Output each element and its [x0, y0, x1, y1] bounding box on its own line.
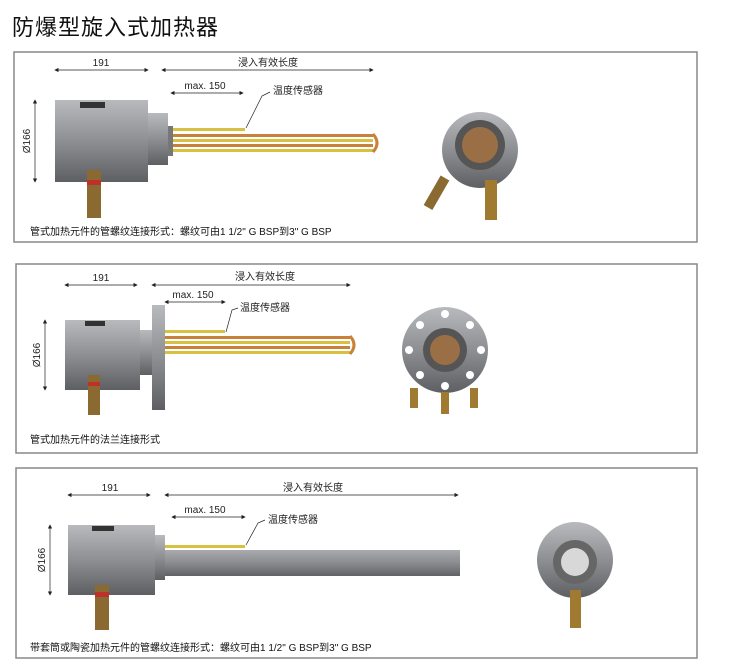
max-150-label: max. 150	[184, 81, 226, 92]
panel-screw-in-tubular: 191 浸入有效长度 max. 150 温度传感器 Ø166 管式加热元件的管螺…	[13, 51, 698, 243]
panel-flange-tubular: 191 浸入有效长度 max. 150 温度传感器 Ø166 管式加热元件的法兰…	[15, 263, 698, 454]
cable-gland	[87, 170, 101, 218]
temp-sensor-label: 温度传感器	[268, 513, 318, 526]
immersion-length-label: 浸入有效长度	[283, 481, 343, 494]
dimension-191-label: 191	[93, 273, 110, 284]
flange-plate	[152, 305, 165, 410]
flange	[148, 113, 168, 165]
max-150-label: max. 150	[184, 505, 226, 516]
panel-sleeve-ceramic: 191 浸入有效长度 max. 150 温度传感器 Ø166 带套筒或陶瓷加热元…	[15, 467, 698, 659]
temp-sensor-label: 温度传感器	[273, 84, 323, 97]
sensor-leader-line	[245, 91, 271, 129]
immersion-length-label: 浸入有效长度	[238, 56, 298, 69]
diameter-label: Ø166	[32, 342, 43, 367]
dimension-191-label: 191	[102, 483, 119, 494]
heater-housing	[55, 100, 148, 182]
max-150-label: max. 150	[172, 290, 214, 301]
panel-caption: 管式加热元件的管螺纹连接形式：螺纹可由1 1/2" G BSP到3" G BSP	[30, 225, 332, 238]
temp-sensor-label: 温度传感器	[240, 301, 290, 314]
panel-caption: 管式加热元件的法兰连接形式	[30, 433, 160, 446]
page-title: 防爆型旋入式加热器	[12, 15, 220, 40]
diameter-label: Ø166	[37, 547, 48, 572]
diameter-label: Ø166	[22, 128, 33, 153]
sleeve-tube	[165, 550, 460, 576]
dimension-191-label: 191	[93, 58, 110, 69]
heater-housing	[68, 525, 155, 595]
heater-housing	[65, 320, 140, 390]
panel-caption: 带套筒或陶瓷加热元件的管螺纹连接形式：螺纹可由1 1/2" G BSP到3" G…	[30, 641, 372, 654]
immersion-length-label: 浸入有效长度	[235, 270, 295, 283]
